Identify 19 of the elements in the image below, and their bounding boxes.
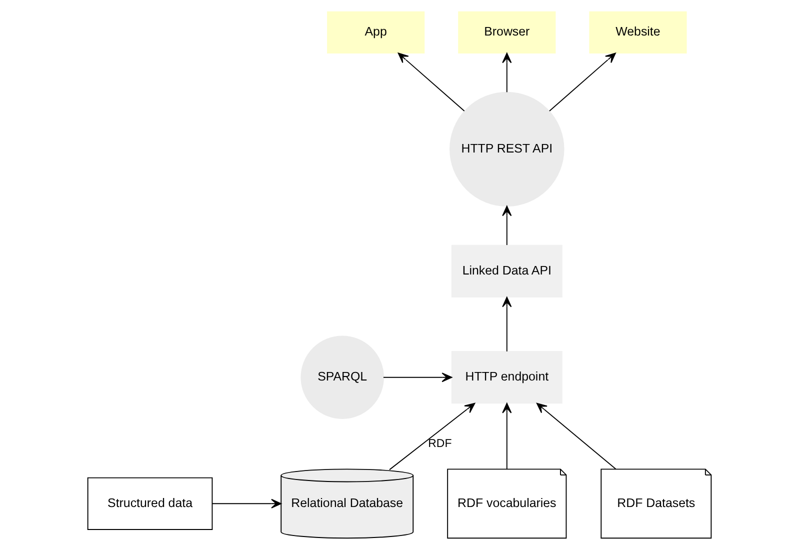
- node-box: Browser: [458, 11, 556, 54]
- arrow: [397, 52, 464, 112]
- arrow: [548, 52, 616, 112]
- node-box: Linked Data API: [450, 244, 562, 298]
- node-box: Website: [588, 11, 686, 54]
- arrow: [536, 402, 616, 470]
- arrow: [382, 372, 452, 382]
- arrow: [211, 498, 282, 508]
- node-box: Structured data: [86, 477, 212, 530]
- arrow: [502, 296, 512, 352]
- node-circle: SPARQL: [300, 336, 384, 419]
- edge-label: RDF: [428, 438, 452, 450]
- arrow: [388, 402, 475, 470]
- node-box: HTTP endpoint: [450, 351, 562, 404]
- node-box: App: [326, 11, 424, 54]
- arrow: [502, 402, 512, 470]
- arrow: [502, 52, 512, 93]
- arrow: [502, 206, 512, 246]
- node-circle: HTTP REST API: [449, 92, 564, 207]
